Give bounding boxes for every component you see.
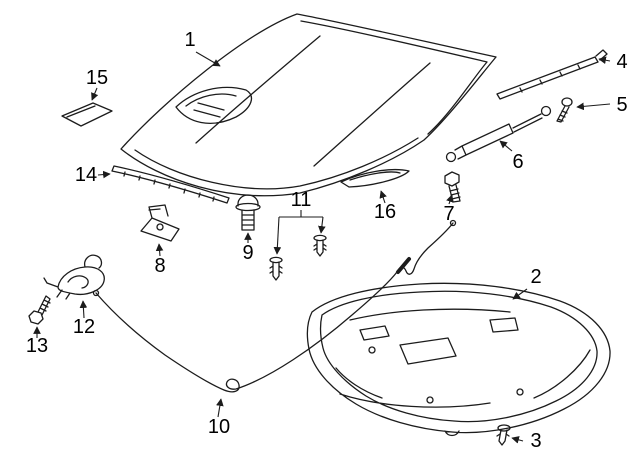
callout-11[interactable]: 11 bbox=[273, 189, 326, 255]
callouts: 1 2 3 4 5 6 7 8 bbox=[26, 29, 628, 452]
corner-pad-drawing bbox=[61, 102, 113, 127]
insulator-outline bbox=[306, 282, 611, 437]
hood-bumper-drawing bbox=[235, 194, 261, 231]
latch-outline bbox=[43, 254, 105, 300]
callout-10-arrow bbox=[216, 398, 224, 418]
callout-9[interactable]: 9 bbox=[242, 232, 254, 264]
callout-11-arrow-right bbox=[318, 216, 326, 234]
callout-8[interactable]: 8 bbox=[154, 243, 166, 277]
callout-8-arrow bbox=[155, 243, 164, 257]
callout-14-arrow bbox=[97, 170, 111, 179]
callout-4-label: 4 bbox=[616, 51, 627, 73]
blade-outline bbox=[340, 168, 410, 188]
clip-a-head bbox=[269, 256, 283, 264]
callout-10-label: 10 bbox=[208, 416, 230, 438]
cable-clips-drawing bbox=[269, 234, 327, 281]
hood-panel-drawing bbox=[120, 13, 497, 197]
hood-hinge-drawing bbox=[140, 204, 180, 242]
callout-15-arrow bbox=[91, 87, 99, 101]
screw-shank bbox=[556, 105, 570, 123]
callout-12-label: 12 bbox=[73, 316, 95, 338]
bolt-outline bbox=[444, 171, 461, 203]
callout-5[interactable]: 5 bbox=[576, 94, 628, 116]
callout-16[interactable]: 16 bbox=[374, 190, 396, 223]
callout-2-arrow bbox=[512, 288, 528, 300]
strut-body bbox=[454, 113, 543, 160]
cable-grommet bbox=[396, 257, 411, 274]
latch-bolt-drawing bbox=[28, 295, 51, 325]
latch-bolt-outline bbox=[28, 295, 51, 325]
callout-13[interactable]: 13 bbox=[26, 326, 48, 357]
clip-a-body bbox=[269, 261, 283, 281]
cable-handle-end bbox=[449, 219, 457, 227]
hood-latch-drawing bbox=[43, 254, 105, 300]
callout-4-arrow bbox=[598, 56, 611, 65]
insulator-hole-2 bbox=[516, 388, 524, 396]
callout-2[interactable]: 2 bbox=[512, 266, 542, 300]
callout-13-label: 13 bbox=[26, 335, 48, 357]
screw-drawing bbox=[556, 97, 573, 123]
callout-4[interactable]: 4 bbox=[598, 51, 628, 73]
front-seal-strip-drawing bbox=[111, 165, 230, 204]
callout-14-label: 14 bbox=[75, 164, 97, 186]
hinge-outline bbox=[140, 204, 180, 242]
strut-upper-ball bbox=[540, 105, 552, 117]
callout-6-label: 6 bbox=[512, 151, 523, 173]
strip-outline bbox=[111, 165, 230, 204]
part-drawings bbox=[28, 13, 611, 446]
hex-bolt-drawing bbox=[444, 171, 461, 203]
callout-15-label: 15 bbox=[86, 67, 108, 89]
lift-support-strut-drawing bbox=[445, 105, 552, 163]
insulator-clip-head bbox=[497, 424, 511, 432]
callout-7-label: 7 bbox=[443, 203, 454, 225]
callout-15[interactable]: 15 bbox=[86, 67, 108, 101]
callout-7[interactable]: 7 bbox=[443, 194, 455, 225]
callout-12[interactable]: 12 bbox=[73, 300, 95, 338]
hood-insulator-drawing bbox=[306, 282, 611, 437]
callout-11-arrow-left bbox=[273, 216, 282, 255]
callout-6[interactable]: 6 bbox=[499, 140, 524, 173]
callout-16-label: 16 bbox=[374, 201, 396, 223]
callout-5-label: 5 bbox=[616, 94, 627, 116]
blade-seal-drawing bbox=[340, 168, 410, 188]
insulator-hole-3 bbox=[368, 346, 376, 354]
callout-6-arrow bbox=[499, 140, 513, 152]
callout-5-arrow bbox=[576, 102, 611, 111]
cable-run bbox=[95, 222, 454, 393]
callout-11-label: 11 bbox=[291, 189, 312, 211]
hood-outline bbox=[120, 13, 497, 197]
callout-3[interactable]: 3 bbox=[511, 430, 542, 452]
callout-3-arrow bbox=[511, 436, 524, 444]
callout-1-label: 1 bbox=[184, 29, 195, 51]
insulator-hole-1 bbox=[426, 396, 434, 404]
hinge-hole bbox=[156, 223, 164, 231]
clip-b-head bbox=[313, 234, 327, 242]
strut-lower-ball bbox=[445, 151, 457, 163]
release-cable-drawing bbox=[92, 219, 457, 393]
screw-head bbox=[561, 97, 573, 107]
insulator-clip-body bbox=[496, 429, 510, 446]
callout-1-arrow bbox=[195, 51, 221, 67]
callout-9-label: 9 bbox=[242, 242, 253, 264]
callout-2-label: 2 bbox=[530, 266, 541, 288]
callout-11-bracket bbox=[279, 210, 323, 218]
cable-latch-end bbox=[92, 289, 100, 297]
seal-outline bbox=[496, 49, 608, 100]
pad-outline bbox=[61, 102, 113, 127]
callout-7-arrow bbox=[446, 194, 454, 205]
callout-12-arrow bbox=[79, 300, 88, 319]
bumper-outline bbox=[237, 194, 259, 231]
clip-b-body bbox=[313, 239, 327, 257]
callout-1[interactable]: 1 bbox=[184, 29, 221, 67]
callout-16-arrow bbox=[379, 190, 387, 204]
callout-14[interactable]: 14 bbox=[75, 164, 111, 186]
insulator-clip-drawing bbox=[496, 424, 511, 446]
callout-10[interactable]: 10 bbox=[208, 398, 230, 438]
callout-3-label: 3 bbox=[530, 430, 541, 452]
bumper-flange bbox=[235, 202, 261, 212]
hood-rear-seal-drawing bbox=[496, 49, 608, 100]
callout-8-label: 8 bbox=[154, 255, 165, 277]
